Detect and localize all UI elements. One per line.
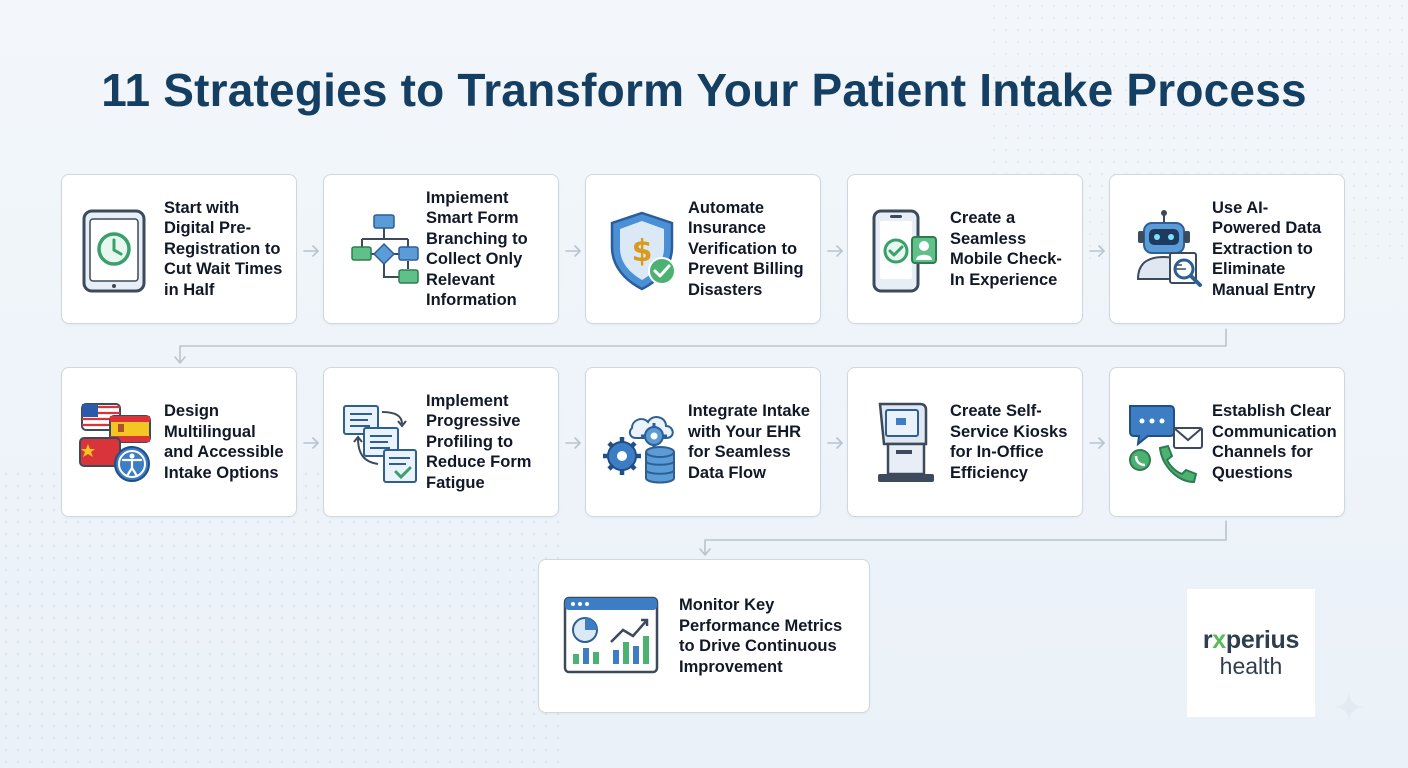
arrow-10-11 <box>699 520 1227 556</box>
arrow-1-2 <box>303 245 319 257</box>
step-label: Establish Clear Communication Channels f… <box>1212 402 1337 482</box>
logo-wordmark: rxperius <box>1202 626 1300 654</box>
step-card-6: Design Multilingual and Accessible Intak… <box>61 367 297 517</box>
arrow-6-7 <box>303 437 319 449</box>
step-label: Integrate Intake with Your EHR for Seaml… <box>688 402 810 482</box>
robot-document-icon <box>1124 205 1208 295</box>
mobile-checkin-icon <box>862 205 946 295</box>
step-label: Create Self-Service Kiosks for In-Office… <box>950 402 1068 482</box>
arrow-3-4 <box>827 245 843 257</box>
step-label: Start with Digital Pre-Registration to C… <box>164 198 283 299</box>
brand-logo: rxperius health <box>1187 589 1315 717</box>
step-card-8: Integrate Intake with Your EHR for Seaml… <box>585 367 821 517</box>
logo-subtext: health <box>1219 653 1283 679</box>
step-card-7: Implement Progressive Profiling to Reduc… <box>323 367 559 517</box>
sparkle-icon <box>1334 692 1364 722</box>
progressive-forms-icon <box>338 398 422 488</box>
step-card-11: Monitor Key Performance Metrics to Drive… <box>538 559 870 713</box>
dashboard-chart-icon <box>561 590 661 680</box>
step-card-4: Create a Seamless Mobile Check-In Experi… <box>847 174 1083 324</box>
arrow-4-5 <box>1089 245 1105 257</box>
arrow-5-6 <box>174 328 1227 364</box>
step-label: Use AI-Powered Data Extraction to Elimin… <box>1212 198 1322 299</box>
step-card-3: $ Automate Insurance Verification to Pre… <box>585 174 821 324</box>
flowchart-icon <box>338 205 422 295</box>
step-label: Design Multilingual and Accessible Intak… <box>164 402 284 482</box>
cloud-gear-database-icon <box>600 398 684 488</box>
step-label: Impiement Smart Form Branching to Collec… <box>426 188 528 310</box>
step-card-9: Create Self-Service Kiosks for In-Office… <box>847 367 1083 517</box>
arrow-9-10 <box>1089 437 1105 449</box>
chat-phone-email-icon <box>1124 398 1208 488</box>
step-label: Implement Progressive Profiling to Reduc… <box>426 391 532 492</box>
step-card-1: Start with Digital Pre-Registration to C… <box>61 174 297 324</box>
step-card-2: Impiement Smart Form Branching to Collec… <box>323 174 559 324</box>
kiosk-icon <box>862 398 946 488</box>
tablet-clock-icon <box>76 205 160 295</box>
arrow-8-9 <box>827 437 843 449</box>
svg-text:$: $ <box>632 234 653 269</box>
step-label: Monitor Key Performance Metrics to Drive… <box>679 596 843 676</box>
step-label: Automate Insurance Verification to Preve… <box>688 198 804 299</box>
language-accessibility-icon <box>76 398 160 488</box>
step-card-10: Establish Clear Communication Channels f… <box>1109 367 1345 517</box>
step-card-5: Use AI-Powered Data Extraction to Elimin… <box>1109 174 1345 324</box>
step-label: Create a Seamless Mobile Check-In Experi… <box>950 209 1062 289</box>
shield-dollar-check-icon: $ <box>600 205 684 295</box>
page-title: 11 Strategies to Transform Your Patient … <box>101 64 1307 116</box>
arrow-7-8 <box>565 437 581 449</box>
arrow-2-3 <box>565 245 581 257</box>
